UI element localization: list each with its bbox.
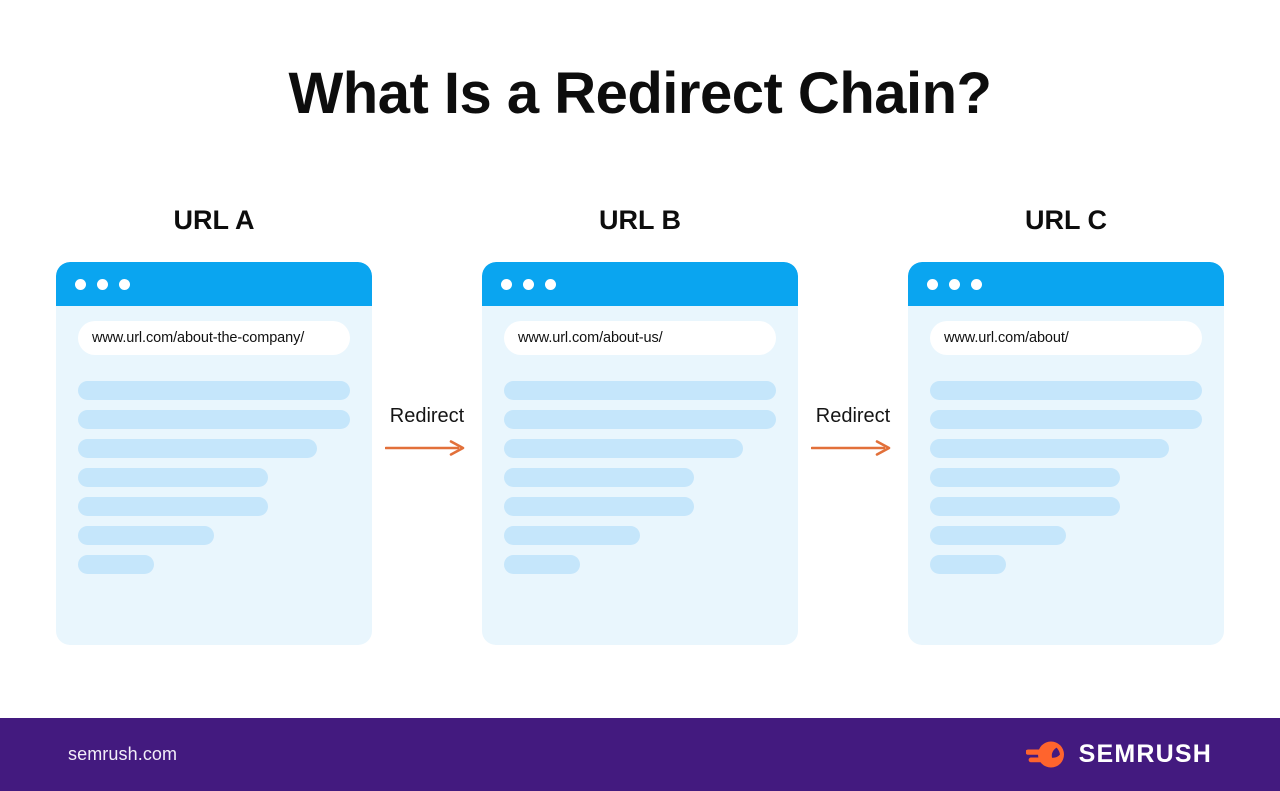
placeholder-bar [930,410,1202,429]
placeholder-bar [78,526,214,545]
url-node-a-label: URL A [173,205,255,235]
placeholder-bar [504,410,776,429]
placeholder-bar [930,555,1007,574]
content-placeholder-c [930,381,1202,574]
window-dot-icon [501,278,512,290]
redirect-label-1: Redirect [389,405,465,427]
content-placeholder-b [504,381,776,574]
window-dot-icon [97,278,108,290]
placeholder-bar [504,497,695,516]
brand-lockup: SEMRUSH [1025,740,1212,769]
placeholder-bar [930,439,1170,458]
address-bar-b[interactable]: www.url.com/about-us/ [504,321,776,355]
brand-name: SEMRUSH [1078,740,1212,768]
footer-bar: semrush.com SEMRUSH [0,718,1280,791]
placeholder-bar [930,526,1066,545]
placeholder-bar [78,439,318,458]
placeholder-bar [504,555,581,574]
address-bar-c[interactable]: www.url.com/about/ [930,321,1202,355]
browser-window-a: www.url.com/about-the-company/ [56,262,372,645]
arrow-right-icon [811,440,891,456]
content-placeholder-a [78,381,350,574]
browser-content-c: www.url.com/about/ [908,306,1224,645]
address-bar-a[interactable]: www.url.com/about-the-company/ [78,321,350,355]
window-dot-icon [971,278,982,290]
browser-content-b: www.url.com/about-us/ [482,306,798,645]
window-dot-icon [119,278,130,290]
placeholder-bar [504,526,640,545]
url-node-c: URL C www.url.com/about/ [908,205,1224,645]
browser-content-a: www.url.com/about-the-company/ [56,306,372,645]
redirect-connector-2: Redirect [798,258,908,641]
placeholder-bar [930,468,1121,487]
placeholder-bar [78,555,155,574]
url-node-b: URL B www.url.com/about-us/ [482,205,798,645]
placeholder-bar [504,439,744,458]
placeholder-bar [78,410,350,429]
redirect-label-2: Redirect [815,405,891,427]
url-node-b-label: URL B [598,205,681,235]
semrush-comet-logo-icon [1025,741,1064,768]
placeholder-bar [930,497,1121,516]
placeholder-bar [504,381,776,400]
placeholder-bar [504,468,695,487]
browser-titlebar-a [56,262,372,306]
redirect-chain-diagram: URL A www.url.com/about-the-company/ [0,205,1280,665]
window-dot-icon [523,278,534,290]
page-title: What Is a Redirect Chain? [288,61,992,126]
footer-site-url: semrush.com [68,744,178,764]
window-dot-icon [927,278,938,290]
url-node-c-label: URL C [1024,205,1107,235]
browser-window-b: www.url.com/about-us/ [482,262,798,645]
browser-window-c: www.url.com/about/ [908,262,1224,645]
placeholder-bar [78,468,269,487]
placeholder-bar [78,497,269,516]
placeholder-bar [930,381,1202,400]
redirect-connector-1: Redirect [372,258,482,641]
window-dot-icon [545,278,556,290]
browser-titlebar-b [482,262,798,306]
window-dot-icon [949,278,960,290]
placeholder-bar [78,381,350,400]
browser-titlebar-c [908,262,1224,306]
window-dot-icon [75,278,86,290]
arrow-right-icon [385,440,465,456]
url-node-a: URL A www.url.com/about-the-company/ [56,205,372,645]
